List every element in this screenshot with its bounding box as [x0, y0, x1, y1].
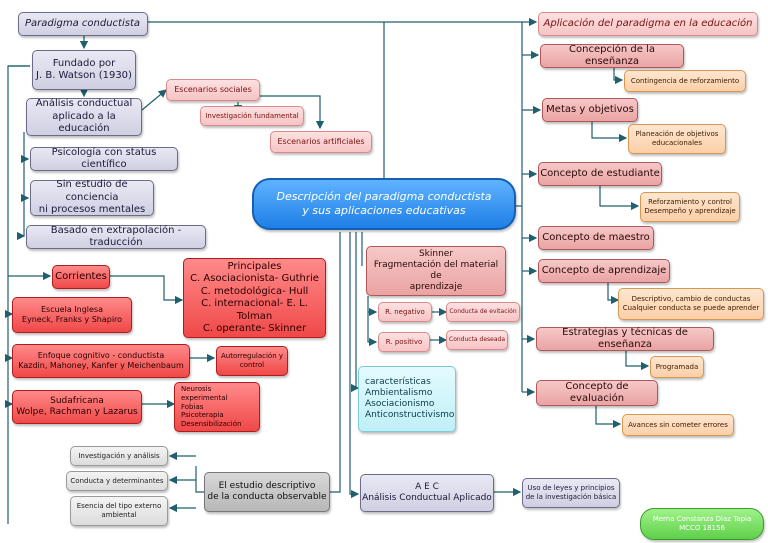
planeacion-objetivos-node: Planeación de objetivos educacionales	[628, 124, 726, 154]
basado-extrapolacion-node: Basado en extrapolación - traducción	[26, 225, 206, 249]
concepto-evaluacion-node: Concepto de evaluación	[536, 380, 658, 406]
psicologia-status-node: Psicología con status científico	[30, 147, 178, 171]
author-credit: Merna Constanza Diaz Tapia MCCO 18156	[640, 508, 764, 540]
concepcion-ensenanza-node: Concepción de la enseñanza	[540, 44, 684, 68]
esencia-tipo-externo-node: Esencia del tipo externo ambiental	[70, 496, 168, 526]
escuela-inglesa-node: Escuela Inglesa Eyneck, Franks y Shapiro	[12, 297, 132, 333]
aplicacion-paradigma-node: Aplicación del paradigma en la educación	[538, 12, 758, 36]
reforzamiento-control-node: Reforzamiento y control Desempeño y apre…	[640, 192, 740, 222]
programada-node: Programada	[650, 356, 704, 378]
principales-node: Principales C. Asociacionista- Guthrie C…	[183, 258, 326, 338]
fundado-por-node: Fundado por J. B. Watson (1930)	[32, 50, 136, 90]
caracteristicas-node: características Ambientalismo Asociacion…	[358, 366, 456, 432]
concepto-aprendizaje-node: Concepto de aprendizaje	[538, 259, 670, 283]
avances-sin-errores-node: Avances sin cometer errores	[622, 414, 734, 436]
autorregulacion-node: Autorregulación y control	[216, 346, 288, 376]
concepto-estudiante-node: Concepto de estudiante	[538, 162, 662, 186]
estrategias-tecnicas-node: Estrategias y técnicas de enseñanza	[536, 327, 714, 351]
central-topic-node: Descripción del paradigma conductista y …	[252, 178, 516, 230]
concepto-maestro-node: Concepto de maestro	[538, 226, 654, 250]
contingencia-node: Contingencia de reforzamiento	[624, 70, 746, 92]
sudafricana-node: Sudafricana Wolpe, Rachman y Lazarus	[12, 390, 142, 424]
escenarios-artificiales-node: Escenarios artificiales	[270, 131, 372, 153]
sin-estudio-conciencia-node: Sin estudio de conciencia ni procesos me…	[30, 179, 154, 216]
conducta-determinantes-node: Conducta y determinantes	[66, 471, 168, 491]
investigacion-analisis-node: Investigación y análisis	[70, 446, 168, 466]
descriptivo-cambio-node: Descriptivo, cambio de conductas Cualqui…	[618, 288, 764, 320]
analisis-conductual-node: Análisis conductual aplicado a la educac…	[26, 98, 142, 136]
investigacion-fundamental-node: Investigación fundamental	[200, 106, 304, 126]
corrientes-node: Corrientes	[52, 265, 110, 289]
conducta-deseada-node: Conducta deseada	[446, 330, 508, 350]
uso-leyes-node: Uso de leyes y principios de la investig…	[522, 478, 620, 508]
skinner-node: Skinner Fragmentación del material de ap…	[366, 246, 506, 296]
r-negativo-node: R. negativo	[378, 302, 432, 322]
estudio-descriptivo-node: El estudio descriptivo de la conducta ob…	[204, 472, 330, 512]
paradigma-conductista-title: Paradigma conductista	[18, 12, 148, 36]
neurosis-node: Neurosis experimental Fobias Psicoterapi…	[174, 382, 260, 432]
aec-node: A E C Análisis Conductual Aplicado	[360, 474, 494, 512]
enfoque-cognitivo-node: Enfoque cognitivo - conductista Kazdin, …	[12, 344, 190, 378]
metas-objetivos-node: Metas y objetivos	[542, 98, 638, 122]
escenarios-sociales-node: Escenarios sociales	[166, 79, 260, 101]
r-positivo-node: R. positivo	[378, 332, 430, 352]
conducta-evitacion-node: Conducta de evitación	[446, 302, 520, 322]
